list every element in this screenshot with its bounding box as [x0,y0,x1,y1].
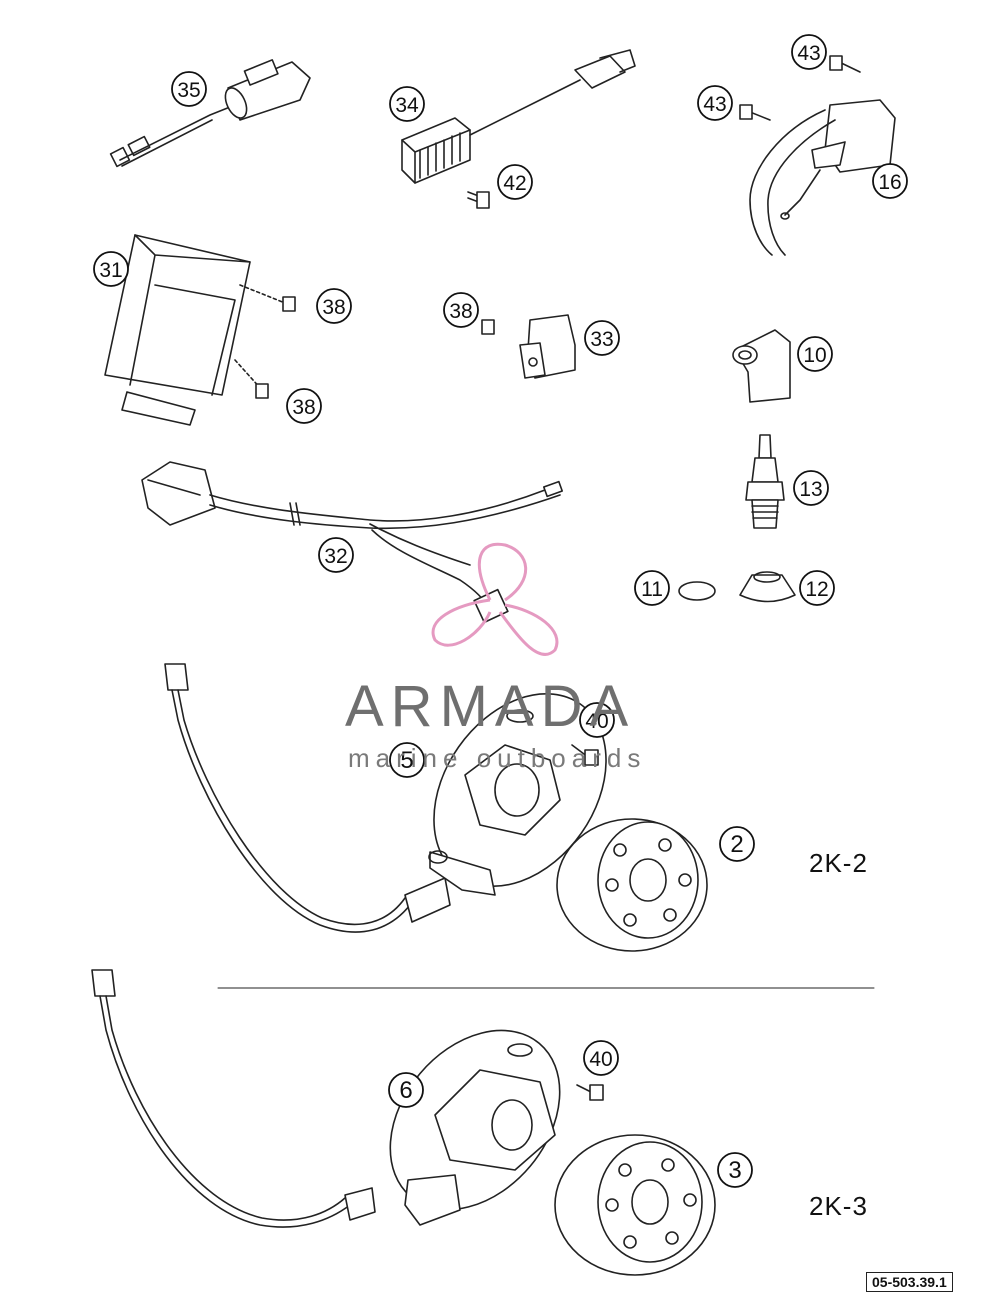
callout-38: 38 [316,288,352,324]
callout-12: 12 [799,570,835,606]
callout-number: 3 [728,1157,741,1184]
callout-number: 13 [799,478,822,501]
callout-group: 35 34 43 43 42 16 31 38 38 33 38 10 13 32 11 12 40 5 2 40 6 3 [93,34,908,1188]
callout-number: 43 [703,93,726,116]
callout-number: 5 [400,747,413,774]
callout-43: 43 [697,85,733,121]
part-3-flywheel [554,1134,716,1276]
part-32-wiring-harness [141,461,564,624]
callout-43: 43 [791,34,827,70]
callout-10: 10 [797,336,833,372]
part-2-flywheel [556,818,708,952]
callout-6: 6 [388,1072,424,1108]
diagram-reference-number: 05-503.39.1 [866,1272,953,1292]
callout-31: 31 [93,251,129,287]
callout-number: 38 [449,300,472,323]
part-6-stator [91,969,561,1228]
callout-16: 16 [872,163,908,199]
callout-number: 11 [641,578,663,601]
callout-number: 38 [322,296,345,319]
callout-number: 42 [503,172,526,195]
callout-number: 10 [803,344,826,367]
part-43-bolts [739,55,861,121]
callout-number: 31 [99,259,122,282]
watermark-subtitle: marine outboards [348,743,647,773]
part-35-capacitor [109,59,311,168]
callout-40: 40 [583,1040,619,1076]
variant-label-top: 2K-2 [809,848,868,878]
callout-number: 2 [730,831,743,858]
variant-label-bottom: 2K-3 [809,1191,868,1221]
part-42-bolt [467,191,490,209]
callout-number: 40 [589,1048,612,1071]
callout-42: 42 [497,164,533,200]
part-31-cdi-unit [104,234,251,426]
callout-number: 33 [590,328,613,351]
callout-34: 34 [389,86,425,122]
callout-35: 35 [171,71,207,107]
callout-38: 38 [443,292,479,328]
callout-38: 38 [286,388,322,424]
callout-number: 6 [399,1077,412,1104]
callout-number: 43 [797,42,820,65]
callout-5: 5 [389,742,425,778]
callout-number: 34 [395,94,419,117]
part-12-seal [739,571,796,603]
callout-number: 40 [585,710,608,733]
part-11-washer [678,581,716,601]
callout-33: 33 [584,320,620,356]
part-5-stator [164,663,607,933]
part-13-spark-plug [745,434,785,529]
watermark-propeller-icon [431,542,559,656]
part-10-spark-plug-cap [732,329,791,403]
callout-number: 38 [292,396,315,419]
callout-13: 13 [793,470,829,506]
watermark-title: ARMADA [345,674,636,739]
part-38-bolts [234,284,495,399]
callout-number: 16 [878,171,901,194]
callout-3: 3 [717,1152,753,1188]
callout-number: 12 [805,578,828,601]
part-33-relay [519,314,576,379]
part-34-voltage-regulator [401,49,636,184]
callout-11: 11 [634,570,670,606]
callout-40: 40 [579,702,615,738]
callout-32: 32 [318,537,354,573]
callout-number: 32 [324,545,347,568]
part-40-bolts [571,744,604,1101]
callout-2: 2 [719,826,755,862]
callout-number: 35 [177,79,200,102]
